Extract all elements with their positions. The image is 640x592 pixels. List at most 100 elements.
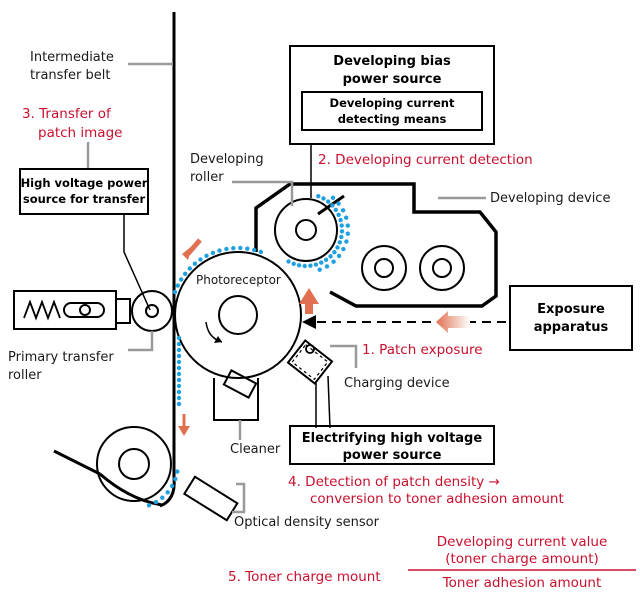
toner-dot [176, 395, 182, 401]
toner-dot [339, 234, 344, 240]
toner-dot [252, 247, 257, 253]
toner-dot [173, 476, 178, 482]
toner-dot [176, 383, 182, 389]
cleaner-blade [222, 369, 258, 399]
toner-dot [291, 261, 296, 266]
label-dev-current-detection: 2. Developing current detection [318, 152, 533, 168]
charger-wire-right [327, 375, 331, 429]
roller-bracket [115, 298, 131, 324]
label-photoreceptor: Photoreceptor [196, 273, 281, 287]
piston-pin [79, 304, 91, 316]
toner-dot [302, 263, 307, 269]
hv-transfer-wire [123, 214, 151, 311]
formula-denominator: Toner adhesion amount [442, 575, 602, 591]
toner-dot [341, 246, 346, 252]
label-intermediate-belt: Intermediate [30, 50, 114, 65]
toner-dot [326, 199, 331, 204]
drive-roller [96, 426, 172, 502]
spring-piston [63, 302, 105, 318]
toner-dot [224, 246, 229, 252]
develop-step-arrow-icon [299, 288, 319, 314]
toner-dot [339, 223, 344, 228]
toner-dot [321, 196, 326, 201]
toner-dot [160, 495, 165, 500]
toner-dot [238, 245, 243, 251]
toner-dot [176, 341, 182, 347]
formula-numerator-2: (toner charge amount) [445, 551, 599, 567]
electrifying-hv-box [289, 425, 495, 465]
label-optical-sensor: Optical density sensor [234, 515, 380, 530]
toner-dot [176, 389, 182, 395]
toner-dot [330, 203, 335, 208]
developing-current-box [301, 91, 483, 131]
auger-right [419, 245, 465, 291]
label-exposure-2: apparatus [534, 320, 609, 335]
developing-roller [274, 198, 338, 262]
label-electrifying-hv-2: power source [343, 448, 442, 463]
label-developing-roller: Developing [190, 152, 264, 167]
toner-dot [330, 195, 336, 200]
label-cleaner: Cleaner [230, 442, 281, 457]
label-primary-roller-2: roller [8, 368, 42, 383]
toner-dot [308, 263, 313, 268]
toner-dot [336, 212, 341, 217]
toner-dot [176, 353, 182, 359]
toner-dot [210, 250, 216, 256]
developing-roller-core [295, 219, 317, 241]
toner-dots [146, 194, 350, 508]
label-toner-charge: 5. Toner charge mount [228, 569, 381, 585]
toner-dot [332, 250, 337, 255]
toner-dot [344, 239, 349, 244]
toner-dot [333, 207, 338, 213]
exposure-step-arrow-icon [436, 311, 470, 333]
photoreceptor-core [218, 295, 258, 335]
toner-dot [324, 264, 330, 269]
label-detection-step-2: conversion to toner adhesion amount [310, 491, 564, 507]
toner-dot [340, 208, 346, 213]
transfer-arrow-shaft [184, 238, 202, 258]
toner-dot [336, 201, 341, 206]
auger-left-core [374, 258, 394, 278]
toner-dot [175, 469, 180, 474]
cleaner-housing [213, 378, 259, 421]
toner-dot [319, 260, 324, 265]
toner-dot [176, 377, 182, 383]
toner-dot [172, 289, 178, 295]
label-intermediate-belt-2: transfer belt [30, 68, 110, 83]
toner-dot [192, 261, 198, 266]
toner-dot [336, 253, 342, 259]
label-transfer-step: 3. Transfer of [22, 106, 112, 122]
toner-dot [337, 240, 342, 245]
label-hv-transfer-2: source for transfer [23, 192, 146, 206]
toner-dot [176, 371, 182, 377]
photoreceptor-drum [174, 251, 302, 379]
exposure-arrow-icon [302, 315, 316, 329]
rotation-arrow-icon [214, 336, 222, 343]
toner-dot [328, 254, 333, 259]
toner-dot [338, 217, 343, 223]
label-exposure: Exposure [537, 302, 605, 317]
label-developing-roller-2: roller [190, 170, 224, 185]
auger-right-core [432, 258, 452, 278]
toner-dot [176, 335, 182, 341]
label-developing-device: Developing device [490, 191, 610, 206]
toner-dot [335, 245, 340, 250]
label-charging-device: Charging device [344, 376, 450, 391]
primary-transfer-roller [131, 290, 173, 332]
label-transfer-step-2: patch image [38, 125, 122, 141]
toner-dot [204, 253, 209, 258]
toner-dot [231, 246, 236, 251]
charging-leader [330, 344, 358, 368]
belt-left-tail [53, 449, 101, 476]
label-detection-step: 4. Detection of patch density → [288, 474, 500, 490]
toner-dot [165, 490, 170, 495]
label-primary-roller: Primary transfer [8, 350, 114, 365]
toner-dot [339, 229, 345, 234]
hv-transfer-box [19, 168, 149, 215]
label-electrifying-hv: Electrifying high voltage [302, 431, 483, 446]
toner-dot [198, 257, 203, 262]
toner-dot [313, 262, 319, 267]
optical-density-sensor [182, 475, 239, 522]
toner-dot [175, 283, 180, 288]
